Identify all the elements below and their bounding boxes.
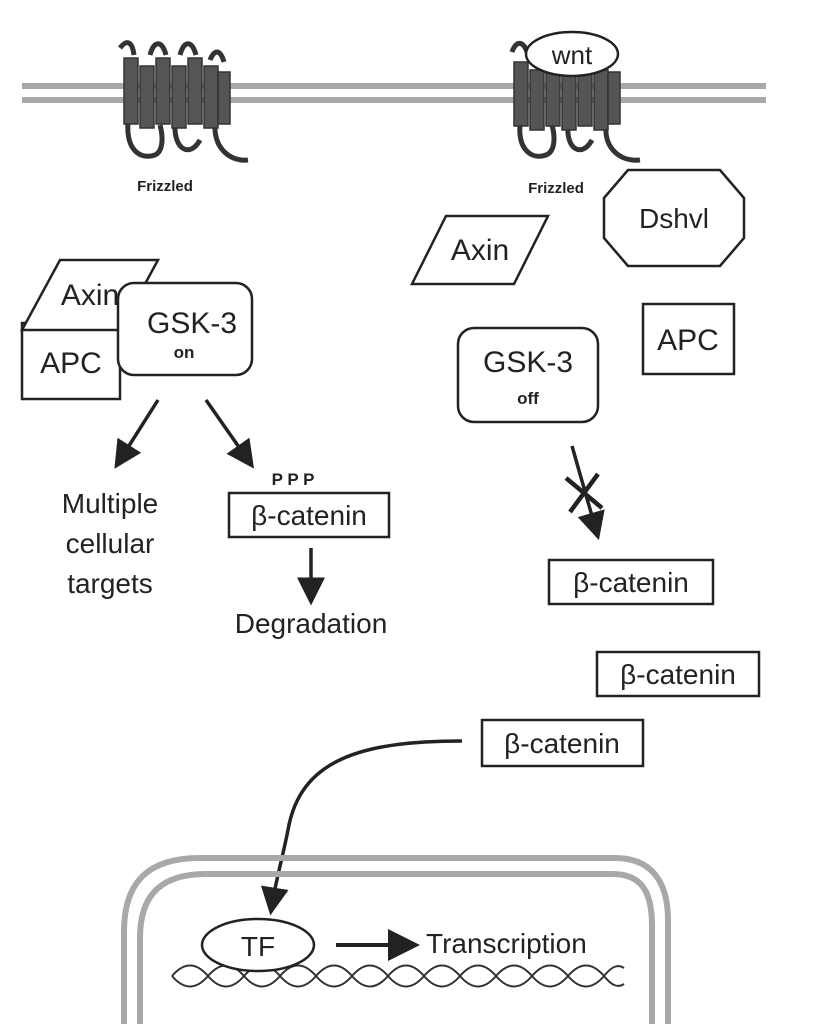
- tf-ellipse: [200, 917, 316, 973]
- nuclear-translocation-arrow: [260, 739, 463, 916]
- multiple-targets-label-2: cellular: [66, 528, 155, 559]
- gsk3-box-right: [456, 326, 600, 424]
- beta-catenin-label-right-2: β-catenin: [620, 659, 736, 690]
- nuclear-envelope: [121, 855, 671, 1024]
- axin-label-left: Axin: [61, 279, 119, 312]
- gsk3-state-right: off: [517, 389, 539, 408]
- beta-catenin-box-right-2: [595, 650, 761, 698]
- beta-catenin-box-left: [227, 491, 391, 539]
- tf-label: TF: [241, 931, 275, 962]
- transcription-label: Transcription: [426, 928, 587, 959]
- blocked-arrow: [570, 445, 605, 541]
- dshvl-octagon: [602, 168, 746, 268]
- beta-catenin-box-right-3: [480, 718, 645, 768]
- beta-catenin-label-right-3: β-catenin: [504, 728, 620, 759]
- frizzled-label-left: Frizzled: [137, 178, 193, 195]
- apc-box-right: [641, 302, 736, 376]
- beta-catenin-box-right-1: [547, 558, 715, 606]
- axin-shape-right: [409, 214, 551, 286]
- arrow-to-beta-catenin-left: [204, 398, 255, 469]
- degradation-label: Degradation: [235, 608, 388, 639]
- gsk3-state-left: on: [174, 343, 195, 362]
- phosphate-label: P P P: [272, 470, 315, 489]
- axin-label-right: Axin: [451, 234, 509, 267]
- apc-label-left: APC: [40, 347, 102, 380]
- gsk3-box-left: [116, 281, 254, 377]
- dna-helix: [171, 964, 625, 988]
- gsk3-label-right: GSK-3: [483, 346, 573, 379]
- beta-catenin-label-right-1: β-catenin: [573, 567, 689, 598]
- beta-catenin-label-left: β-catenin: [251, 500, 367, 531]
- gsk3-label-left: GSK-3: [147, 307, 237, 340]
- arrow-to-targets: [114, 399, 160, 469]
- apc-box-left: [20, 321, 122, 401]
- frizzled-receptor-left: [118, 40, 249, 163]
- dshvl-label: Dshvl: [639, 203, 709, 234]
- multiple-targets-label-1: Multiple: [62, 488, 158, 519]
- frizzled-helices-left: [123, 57, 231, 129]
- frizzled-label-right: Frizzled: [528, 180, 584, 197]
- block-x-mark: [564, 472, 604, 514]
- wnt-label: wnt: [551, 40, 593, 70]
- multiple-targets-label-3: targets: [67, 568, 153, 599]
- frizzled-helices-right: [513, 61, 621, 131]
- wnt-ligand-shape: [524, 30, 620, 78]
- apc-label-right: APC: [657, 324, 719, 357]
